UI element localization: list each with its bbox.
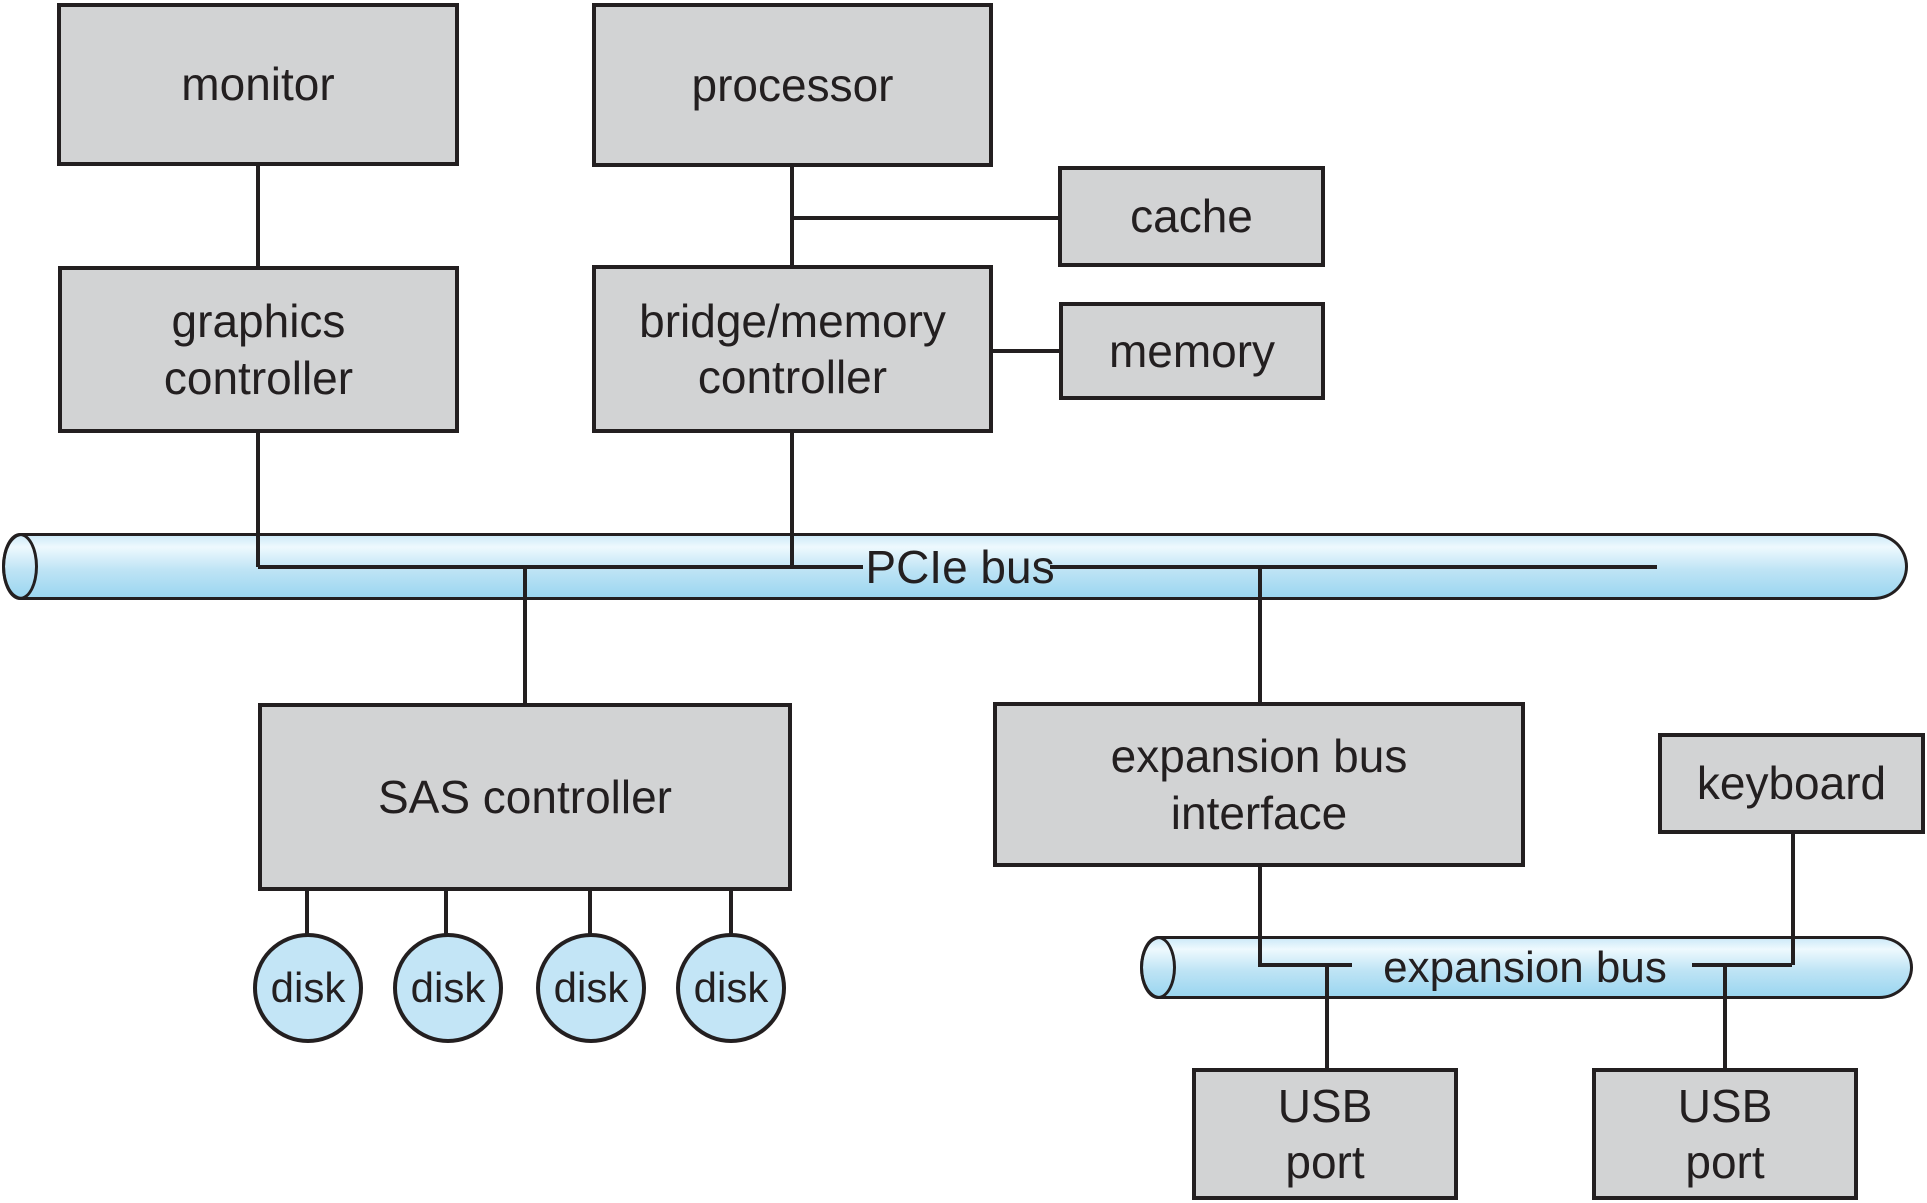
pcie-bus-label: PCIe bus (865, 540, 1055, 593)
usb-port-2-box: USB port (1592, 1068, 1858, 1200)
memory-box: memory (1059, 302, 1325, 400)
expansion-bus-cylinder (1140, 936, 1913, 999)
cache-box: cache (1058, 166, 1325, 267)
sas-controller-box: SAS controller (258, 703, 792, 891)
keyboard-box: keyboard (1658, 733, 1925, 834)
monitor-box: monitor (57, 3, 459, 166)
pcie-bus-left-cap (2, 533, 38, 600)
usb-port-1-box: USB port (1192, 1068, 1458, 1200)
processor-box: processor (592, 3, 993, 167)
disk-3: disk (536, 933, 646, 1043)
disk-1: disk (253, 933, 363, 1043)
graphics-controller-box: graphics controller (58, 266, 459, 433)
disk-4: disk (676, 933, 786, 1043)
expansion-bus-interface-box: expansion bus interface (993, 702, 1525, 867)
expansion-bus-label: expansion bus (1383, 942, 1667, 992)
bridge-memory-controller-box: bridge/memory controller (592, 265, 993, 433)
disk-2: disk (393, 933, 503, 1043)
expansion-bus-left-cap (1140, 936, 1176, 999)
